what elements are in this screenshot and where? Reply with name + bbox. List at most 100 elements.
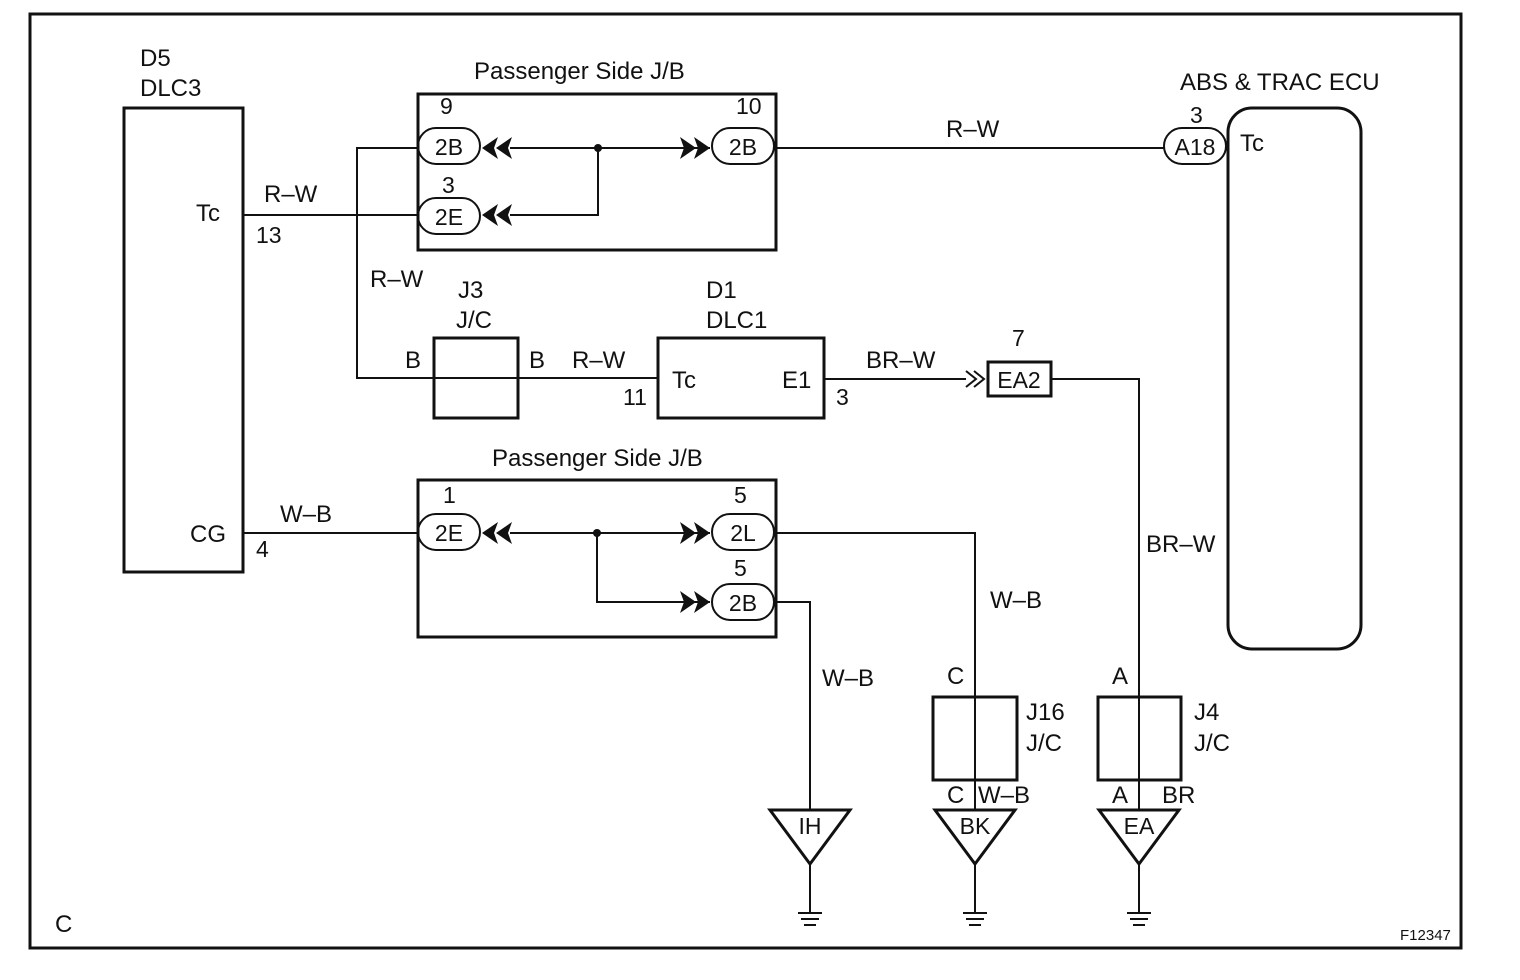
- ecu-title: ABS & TRAC ECU: [1180, 69, 1380, 96]
- dlc3-cg-terminal: CG: [190, 521, 226, 548]
- jb-bottom-internal-branch: [596, 533, 710, 603]
- dlc1-e1-pin: 3: [836, 384, 849, 410]
- wire-jb-pin9-to-j3: [356, 147, 434, 379]
- wire-label-brw-vertical: BR–W: [1146, 531, 1216, 558]
- ea2-pin-number: 7: [1012, 325, 1025, 351]
- wire-label-wb-ih: W–B: [822, 665, 874, 692]
- jb-top-box: [416, 92, 778, 252]
- j4-top-terminal: A: [1112, 663, 1128, 690]
- jb-top-title: Passenger Side J/B: [474, 58, 685, 85]
- ecu-connector-label: A18: [1175, 134, 1216, 160]
- ground-bk: BK: [932, 808, 1018, 926]
- wire-label-rw-top: R–W: [946, 116, 1000, 143]
- j16-type: J/C: [1026, 730, 1062, 757]
- wire-label-rw-dlc1: R–W: [572, 347, 626, 374]
- dlc1-id: D1: [706, 277, 737, 304]
- jb-top-pin2-arrow: [694, 137, 710, 159]
- jb-bottom-box: [416, 478, 778, 639]
- j16-bottom-left-terminal: C: [947, 782, 964, 809]
- jb-bottom-pin2-arrow: [694, 522, 710, 544]
- j4-bottom-left-terminal: A: [1112, 782, 1128, 809]
- junction-connector-j16: C J16 J/C C W–B: [931, 663, 1065, 809]
- dlc3-name: DLC3: [140, 75, 201, 102]
- j4-bottom-right-terminal: BR: [1162, 782, 1195, 809]
- jb-top-pin2-connector: [711, 127, 775, 165]
- corner-letter: C: [55, 911, 72, 938]
- j4-id: J4: [1194, 699, 1219, 726]
- jb-bottom-pin1-label: 2E: [435, 520, 463, 546]
- jb-bottom-pin3-arrow: [694, 591, 710, 613]
- figure-code: F12347: [1400, 927, 1451, 944]
- jb-bottom-pin3-label: 2B: [729, 590, 757, 616]
- jb-top-splice-dot: [594, 144, 602, 152]
- junction-connector-j3: J3 J/C B B: [405, 277, 545, 420]
- ea2-connector: EA2 7: [965, 325, 1053, 398]
- j16-bottom-right-terminal: W–B: [978, 782, 1030, 809]
- ground-ea: EA: [1096, 808, 1182, 926]
- wire-label-rw-vertical: R–W: [370, 266, 424, 293]
- ecu-box: [1226, 106, 1363, 651]
- j3-left-terminal: B: [405, 347, 421, 374]
- ground-ih: IH: [767, 808, 853, 926]
- j3-id: J3: [458, 277, 483, 304]
- ecu-connector: [1163, 127, 1227, 165]
- jb-top-pin3-arrow: [482, 204, 498, 226]
- dlc3-tc-pin: 13: [256, 222, 282, 248]
- j4-type: J/C: [1194, 730, 1230, 757]
- diagram-frame: [28, 12, 1463, 950]
- dlc3-cg-pin: 4: [256, 536, 269, 562]
- dlc3-tc-terminal: Tc: [196, 200, 220, 227]
- jb-bottom-pin1-arrow: [482, 522, 498, 544]
- wire-label-wb-cg: W–B: [280, 501, 332, 528]
- ground-bk-label: BK: [960, 813, 991, 839]
- dlc1-e1-terminal: E1: [782, 367, 811, 394]
- wire-jb-2b-to-ih: [774, 601, 811, 810]
- jb-top-pin1-label: 2B: [435, 134, 463, 160]
- ground-ih-label: IH: [799, 813, 822, 839]
- ea2-plug-mark: [965, 370, 978, 388]
- ecu-pin-number: 3: [1190, 102, 1203, 128]
- dlc3-box: [122, 106, 245, 574]
- j3-right-terminal: B: [529, 347, 545, 374]
- jb-bottom-splice-dot: [593, 529, 601, 537]
- abs-trac-ecu: ABS & TRAC ECU 3 A18 Tc: [1163, 69, 1380, 651]
- ea2-label: EA2: [997, 367, 1040, 393]
- dlc1-tc-terminal: Tc: [672, 367, 696, 394]
- jb-bottom-pin3-number: 5: [734, 555, 747, 581]
- ecu-tc-terminal: Tc: [1240, 130, 1264, 157]
- j16-top-terminal: C: [947, 663, 964, 690]
- dlc1-tc-pin: 11: [623, 384, 647, 410]
- wire-label-wb-j16: W–B: [990, 587, 1042, 614]
- ground-ea-label: EA: [1124, 813, 1155, 839]
- dlc3-id: D5: [140, 45, 171, 72]
- dlc1-name: DLC1: [706, 307, 767, 334]
- jb-top-pin3-number: 3: [442, 172, 455, 198]
- jb-top-internal-branch: [510, 148, 599, 216]
- jb-bottom-title: Passenger Side J/B: [492, 445, 703, 472]
- wire-jb-2l-to-j16: [774, 532, 976, 810]
- j3-type: J/C: [456, 307, 492, 334]
- jb-bottom-pin2-number: 5: [734, 482, 747, 508]
- junction-block-bottom: Passenger Side J/B 1 2E 5 2L 5 2B: [416, 445, 778, 639]
- junction-connector-j4: A J4 J/C A BR: [1096, 663, 1230, 809]
- dlc3-connector: D5 DLC3 Tc 13 CG 4: [122, 45, 282, 574]
- jb-bottom-pin1-number: 1: [443, 482, 456, 508]
- jb-bottom-pin2-arrow2: [680, 522, 696, 544]
- ea2-plug-mark2: [973, 370, 986, 388]
- wire-ea2-to-j4: [1051, 378, 1140, 810]
- jb-top-pin2-label: 2B: [729, 134, 757, 160]
- jb-top-pin2-number: 10: [736, 93, 762, 119]
- wire-label-brw-e1: BR–W: [866, 347, 936, 374]
- j16-id: J16: [1026, 699, 1065, 726]
- jb-top-pin1-connector: [417, 127, 481, 165]
- jb-top-pin1-arrow2: [496, 137, 512, 159]
- dlc1-connector: D1 DLC1 Tc 11 E1 3: [623, 277, 849, 420]
- jb-top-pin3-arrow2: [496, 204, 512, 226]
- jb-top-pin2-arrow2: [680, 137, 696, 159]
- junction-block-top: Passenger Side J/B 9 2B 10 2B 3 2E: [416, 58, 778, 252]
- jb-top-pin1-arrow: [482, 137, 498, 159]
- wire-label-rw-tc: R–W: [264, 181, 318, 208]
- jb-top-pin3-label: 2E: [435, 204, 463, 230]
- jb-bottom-pin2-label: 2L: [730, 520, 756, 546]
